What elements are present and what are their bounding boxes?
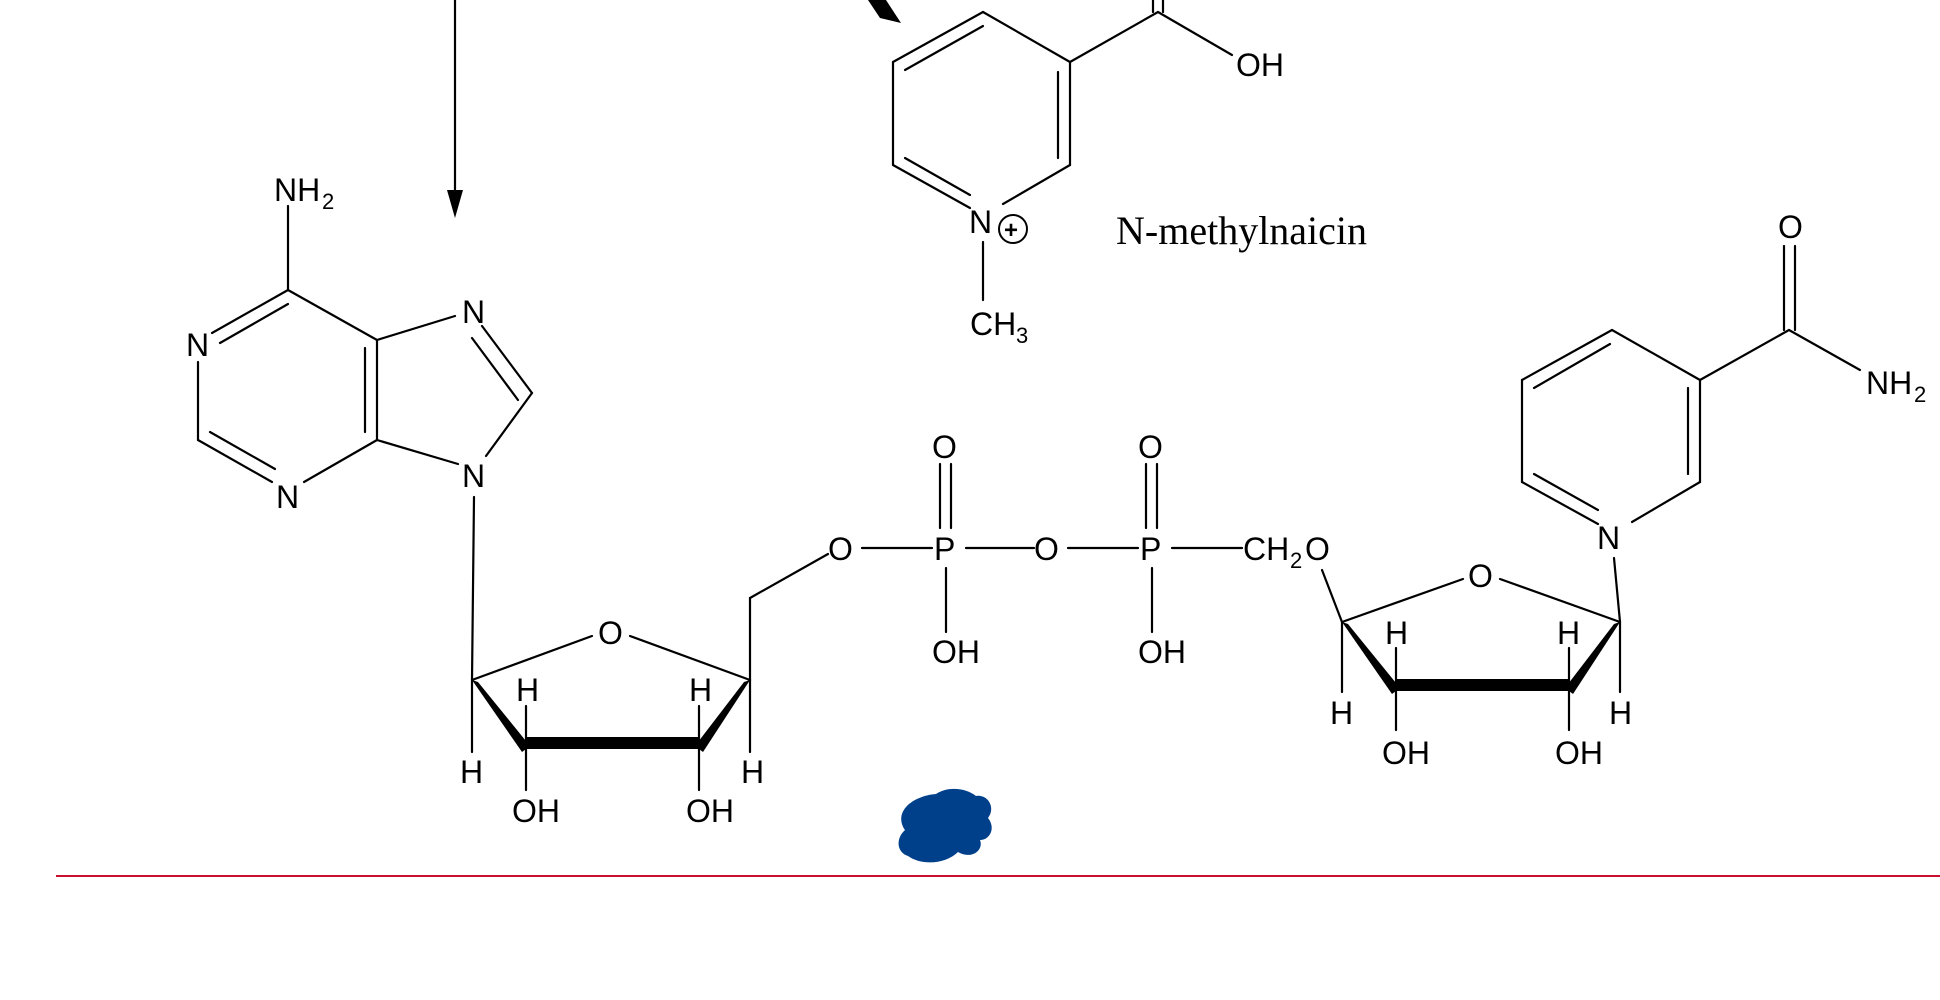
atom-subscript-2: 2 xyxy=(1290,548,1302,573)
atom-phosphorus: P xyxy=(1140,531,1161,567)
positive-charge: + xyxy=(1004,217,1018,244)
atom-subscript-2: 2 xyxy=(322,189,334,214)
bond xyxy=(1612,556,1622,624)
bond xyxy=(1498,577,1622,624)
atom-oh: OH xyxy=(512,793,560,829)
bond xyxy=(1698,328,1791,382)
atom-hydrogen: H xyxy=(516,672,539,708)
pyrophosphate-bridge: O P O OH O P O OH CH 2 O xyxy=(828,429,1344,670)
bond xyxy=(286,288,379,342)
bond xyxy=(1520,328,1614,382)
bond xyxy=(1630,480,1702,524)
bond xyxy=(484,391,534,458)
atom-oh: OH xyxy=(1138,634,1186,670)
atom-nitrogen: N xyxy=(462,294,485,330)
atom-hydrogen: H xyxy=(1385,615,1408,651)
bond xyxy=(470,634,594,682)
compound-label: N-methylnaicin xyxy=(1116,208,1367,253)
atom-oh: OH xyxy=(1382,735,1430,771)
bond xyxy=(470,495,476,682)
positive-charge-circle xyxy=(998,214,1028,244)
bond xyxy=(748,552,830,600)
bond xyxy=(208,430,277,471)
atom-subscript-2: 2 xyxy=(1914,382,1926,407)
atom-ch: CH xyxy=(970,306,1016,342)
bond xyxy=(196,438,274,484)
bond xyxy=(1320,568,1344,624)
bond xyxy=(891,10,985,64)
bond xyxy=(891,163,972,210)
bond xyxy=(480,324,534,395)
bond xyxy=(1610,328,1702,382)
atom-nh: NH xyxy=(1866,365,1912,401)
bond xyxy=(1001,163,1072,206)
bond xyxy=(1532,342,1612,390)
methyl-group: CH 3 xyxy=(970,306,1028,348)
atom-nitrogen: N xyxy=(1597,520,1620,556)
atom-ch: CH xyxy=(1243,531,1289,567)
atom-nitrogen-n9: N xyxy=(462,458,485,494)
atom-oxygen: O xyxy=(828,531,853,567)
atom-oxygen: O xyxy=(1138,429,1163,465)
atom-oxygen: O xyxy=(932,429,957,465)
atom-nh: NH xyxy=(274,172,320,208)
atom-hydrogen: H xyxy=(1557,615,1580,651)
wedge-bond xyxy=(695,680,750,752)
vertical-arrow-head xyxy=(447,190,463,218)
bond xyxy=(375,438,460,466)
amino-group: NH 2 xyxy=(274,172,334,214)
atom-oh: OH xyxy=(686,793,734,829)
blue-ink-blot xyxy=(898,788,992,863)
wedge-bond xyxy=(1342,622,1400,694)
adenine-base: NH 2 N N N N xyxy=(186,172,534,682)
atom-oh: OH xyxy=(932,634,980,670)
methylene-oxy-group: CH 2 O xyxy=(1243,531,1330,573)
atom-oxygen: O xyxy=(1034,531,1059,567)
wedge-bond xyxy=(472,680,530,752)
atom-nitrogen: N xyxy=(186,327,209,363)
bond xyxy=(1156,10,1234,57)
atom-oxygen: O xyxy=(598,615,623,651)
left-ribose-ring: O H H H H OH OH xyxy=(460,552,830,829)
bond xyxy=(1520,480,1600,526)
bond xyxy=(218,302,290,345)
bond xyxy=(1068,10,1160,64)
atom-oxygen: O xyxy=(1778,209,1803,245)
bond xyxy=(903,24,985,72)
diagonal-arrow-head xyxy=(868,0,901,23)
atom-hydrogen: H xyxy=(1330,695,1353,731)
bond xyxy=(210,288,290,335)
nicotinamide-base: N O NH 2 xyxy=(1520,209,1926,556)
atom-hydrogen: H xyxy=(741,754,764,790)
atom-oh: OH xyxy=(1555,735,1603,771)
atom-phosphorus: P xyxy=(934,531,955,567)
bond xyxy=(903,156,972,197)
bond xyxy=(628,634,752,682)
atom-nitrogen-cation: N xyxy=(969,204,992,240)
wedge-bond xyxy=(1565,622,1620,694)
atom-nitrogen: N xyxy=(276,479,299,515)
reaction-arrows xyxy=(447,0,901,218)
bond xyxy=(1787,328,1862,372)
bond xyxy=(1532,472,1600,512)
bond xyxy=(375,314,457,342)
right-ribose-ring: O H H H H OH OH xyxy=(1330,556,1632,771)
atom-oxygen: O xyxy=(1468,558,1493,594)
bond xyxy=(1340,577,1465,624)
atom-hydrogen: H xyxy=(689,672,712,708)
atom-oxygen: O xyxy=(1305,531,1330,567)
atom-oh: OH xyxy=(1236,47,1284,83)
atom-subscript-3: 3 xyxy=(1016,323,1028,348)
atom-hydrogen: H xyxy=(460,754,483,790)
atom-hydrogen: H xyxy=(1609,695,1632,731)
bond xyxy=(981,10,1072,64)
bond xyxy=(470,336,520,402)
bond xyxy=(302,438,379,484)
amide-amino-group: NH 2 xyxy=(1866,365,1926,407)
n-methylniacin-molecule: OH N + CH 3 N-methylnaicin xyxy=(891,0,1367,348)
